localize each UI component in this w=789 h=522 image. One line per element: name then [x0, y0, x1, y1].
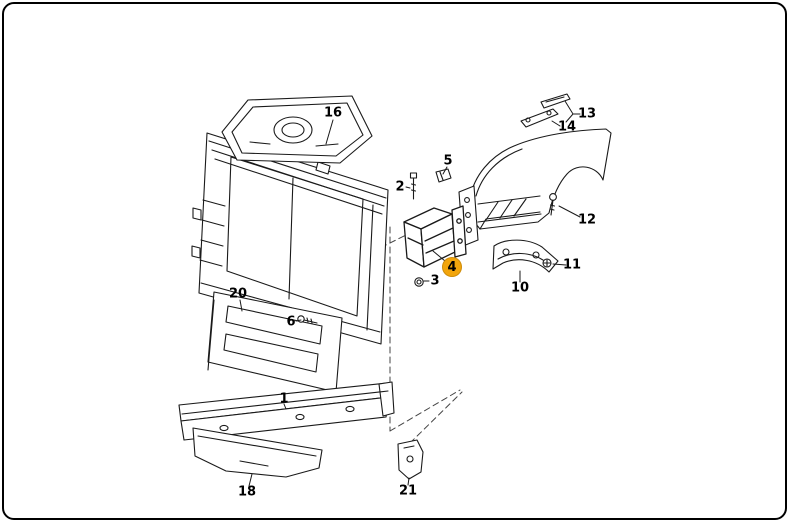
part-11-bolt-drawing	[542, 258, 552, 268]
part-20-front-panel-drawing	[207, 291, 343, 393]
callout-21: 21	[398, 483, 418, 499]
callout-6: 6	[286, 314, 296, 330]
callout-18: 18	[237, 484, 257, 500]
callout-16: 16	[323, 105, 343, 121]
leader-lines	[239, 100, 581, 487]
callout-1: 1	[279, 391, 289, 407]
part-3-nut-drawing	[414, 277, 424, 287]
radiator-support-drawing	[191, 132, 389, 345]
callout-14: 14	[557, 119, 577, 135]
part-1-bumper-reinforcement-drawing	[178, 381, 395, 441]
callout-13: 13	[577, 106, 597, 122]
part-5-clip-drawing	[435, 168, 452, 183]
callout-3: 3	[430, 273, 440, 289]
callout-4-highlighted: 4	[442, 257, 462, 277]
callout-2: 2	[395, 179, 405, 195]
callout-20: 20	[228, 286, 248, 302]
part-10-bracket-drawing	[492, 239, 559, 273]
callout-12: 12	[577, 212, 597, 228]
part-21-bracket-drawing	[397, 439, 424, 480]
part-14-handle-drawing	[520, 108, 559, 128]
part-18-lower-support-drawing	[192, 427, 323, 478]
part-4-crash-box-drawing	[403, 205, 467, 268]
fender-panel-drawing	[458, 128, 612, 247]
callout-5: 5	[443, 153, 453, 169]
part-13-handle-drawing	[540, 93, 571, 109]
part-2-bolt-drawing	[409, 172, 418, 200]
part-16-engine-cover-drawing	[221, 95, 373, 164]
callout-10: 10	[510, 280, 530, 296]
part-12-bolt-drawing	[549, 193, 557, 216]
callout-11: 11	[562, 257, 582, 273]
